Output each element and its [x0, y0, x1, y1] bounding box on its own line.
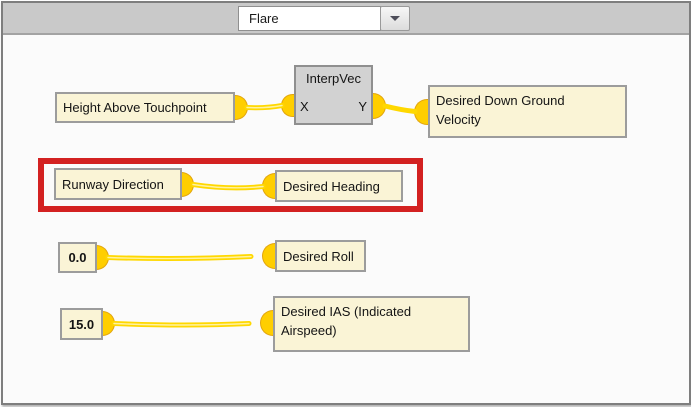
- mode-dropdown-button[interactable]: [380, 6, 410, 31]
- interpvec-x-label: X: [300, 99, 309, 114]
- node-label: Desired Down Ground Velocity: [436, 93, 565, 127]
- wire-runway-to-heading-core: [192, 183, 264, 189]
- wire-interpvec-to-ddgv[interactable]: [382, 103, 418, 114]
- wire-roll-const-to-roll-core: [107, 255, 252, 260]
- node-label: Desired IAS (Indicated Airspeed): [281, 304, 412, 338]
- node-value: 15.0: [68, 316, 95, 332]
- node-label: Height Above Touchpoint: [63, 100, 207, 115]
- node-height-above-touchpoint[interactable]: Height Above Touchpoint: [55, 92, 235, 123]
- mode-dropdown[interactable]: Flare: [238, 6, 410, 31]
- selection-highlight-rect: [38, 158, 423, 212]
- chevron-down-icon: [390, 16, 400, 21]
- node-desired-down-ground-velocity[interactable]: Desired Down Ground Velocity: [428, 85, 627, 138]
- node-runway-direction[interactable]: Runway Direction: [54, 168, 182, 200]
- node-ias-constant[interactable]: 15.0: [60, 308, 103, 340]
- node-desired-ias[interactable]: Desired IAS (Indicated Airspeed): [273, 296, 470, 352]
- wire-ias-const-to-ias-core: [113, 322, 250, 326]
- interpvec-title: InterpVec: [306, 71, 361, 86]
- node-label: Runway Direction: [62, 176, 164, 192]
- wire-height-to-interpvec-core: [246, 104, 283, 109]
- node-value: 0.0: [68, 250, 87, 265]
- node-desired-roll[interactable]: Desired Roll: [275, 240, 366, 272]
- interpvec-y-label: Y: [358, 99, 367, 114]
- node-desired-heading[interactable]: Desired Heading: [275, 170, 403, 202]
- node-label: Desired Roll: [283, 248, 354, 264]
- node-interpvec[interactable]: InterpVec X Y: [294, 65, 373, 125]
- node-roll-constant[interactable]: 0.0: [58, 242, 97, 273]
- node-label: Desired Heading: [283, 178, 380, 194]
